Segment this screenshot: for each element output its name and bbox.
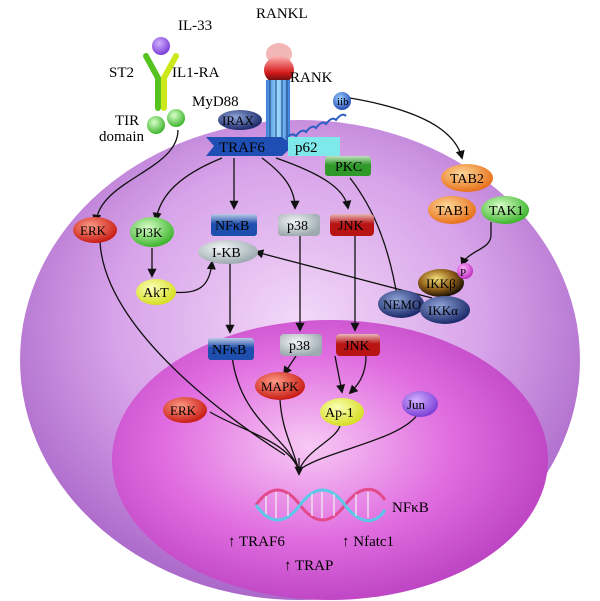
p38-label: p38: [287, 219, 308, 234]
phospho-label: P: [460, 267, 466, 279]
domain-label: domain: [99, 129, 144, 145]
tab2-label: TAB2: [450, 172, 484, 187]
ikb-label: I-KB: [212, 246, 241, 261]
gene-traf6-label: ↑ TRAF6: [228, 534, 285, 550]
dna-nfkb-label: NFκB: [392, 500, 429, 516]
ap1-label: Ap-1: [325, 406, 354, 421]
nuclear-arrows: [209, 355, 419, 476]
nucleus: [112, 320, 548, 600]
nuclear-erk-node: [163, 397, 207, 423]
gene-trap-label: ↑ TRAP: [284, 558, 333, 574]
nuclear-jnk-label: JNK: [344, 339, 370, 354]
tak1-label: TAK1: [489, 204, 524, 219]
rankl-ligand: [264, 43, 294, 84]
erk-node: [73, 217, 117, 243]
il33-ligand: [152, 37, 170, 55]
tab1-label: TAB1: [436, 204, 470, 219]
gene-nfatc1-label: ↑ Nfatc1: [342, 534, 394, 550]
rankl-label: RANKL: [256, 6, 308, 22]
st2-label: ST2: [109, 65, 134, 81]
pi3k-label: PI3K: [135, 225, 163, 240]
nuclear-p38-label: p38: [289, 339, 310, 354]
akt-label: AkT: [143, 286, 169, 301]
il33-label: IL-33: [178, 18, 212, 34]
ikka-label: IKKα: [428, 303, 458, 318]
pkc-label: PKC: [335, 160, 362, 175]
traf6-node: [206, 137, 293, 156]
tir-domain-ball: [167, 109, 185, 127]
nuclear-p38-node: [280, 334, 322, 356]
il1ra-label: IL1-RA: [172, 65, 220, 81]
akt-node: [136, 279, 176, 305]
jnk-label: JNK: [338, 219, 364, 234]
nfkb-label: NFκB: [215, 219, 249, 234]
tab1-node: [428, 196, 476, 224]
mapk-node: [255, 372, 305, 400]
traf6-label: TRAF6: [219, 140, 265, 156]
tir-label: TIR: [115, 113, 139, 129]
tir-domain-ball: [147, 116, 165, 134]
nemo-node: [378, 290, 424, 318]
ap1-node: [320, 398, 364, 426]
irax-label: IRAX: [222, 113, 254, 128]
ikb-node: [198, 240, 258, 264]
phospho-node: [457, 263, 473, 279]
erk-label: ERK: [80, 223, 107, 238]
st2-receptor: [143, 53, 179, 111]
iib-node: [333, 92, 351, 110]
myd88-label: MyD88: [192, 94, 239, 110]
ikkb-node: [418, 269, 464, 297]
iib-label: iib: [337, 96, 349, 108]
jun-label: Jun: [407, 397, 426, 412]
tab2-node: [441, 164, 493, 192]
pi3k-node: [130, 217, 174, 247]
irax-node: [218, 110, 262, 130]
tak1-node: [481, 196, 529, 224]
rank-coil: [285, 113, 347, 139]
nuclear-nfkb-label: NFκB: [212, 343, 246, 358]
p62-node: [288, 137, 340, 156]
rank-label: RANK: [290, 70, 333, 86]
mapk-label: MAPK: [261, 379, 299, 394]
ikkb-label: IKKβ: [426, 276, 456, 291]
ikka-node: [420, 296, 470, 324]
nemo-label: NEMO: [383, 297, 421, 312]
dna-helix: [254, 487, 387, 523]
p62-label: p62: [295, 140, 318, 156]
p38-node: [278, 214, 320, 236]
nuclear-erk-label: ERK: [170, 403, 197, 418]
jun-node: [402, 391, 438, 417]
